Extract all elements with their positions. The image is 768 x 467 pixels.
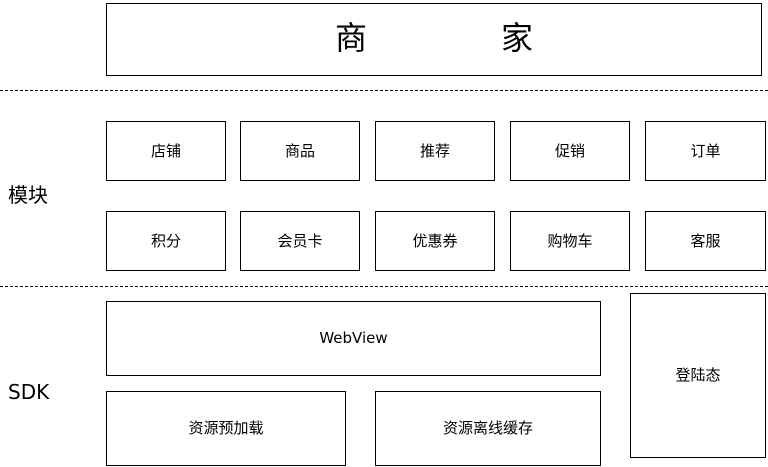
module-shop: 店铺 xyxy=(106,121,226,181)
module-customer-service: 客服 xyxy=(645,211,766,271)
module-member-card: 会员卡 xyxy=(240,211,360,271)
sdk-label: SDK xyxy=(8,380,50,404)
sdk-resource-preload: 资源预加载 xyxy=(106,391,346,466)
divider-bottom xyxy=(0,286,768,287)
divider-top xyxy=(0,90,768,91)
module-promotion: 促销 xyxy=(510,121,630,181)
module-points: 积分 xyxy=(106,211,226,271)
module-goods: 商品 xyxy=(240,121,360,181)
module-coupon: 优惠券 xyxy=(375,211,495,271)
modules-label: 模块 xyxy=(8,183,48,207)
module-cart: 购物车 xyxy=(510,211,630,271)
sdk-webview: WebView xyxy=(106,301,601,376)
module-order: 订单 xyxy=(645,121,766,181)
merchant-char-1: 商 xyxy=(335,19,368,57)
merchant-char-2: 家 xyxy=(501,19,534,57)
sdk-resource-offline-cache: 资源离线缓存 xyxy=(375,391,601,466)
module-recommend: 推荐 xyxy=(375,121,495,181)
merchant-box: 商 家 xyxy=(106,3,762,76)
sdk-login-state: 登陆态 xyxy=(630,293,766,458)
